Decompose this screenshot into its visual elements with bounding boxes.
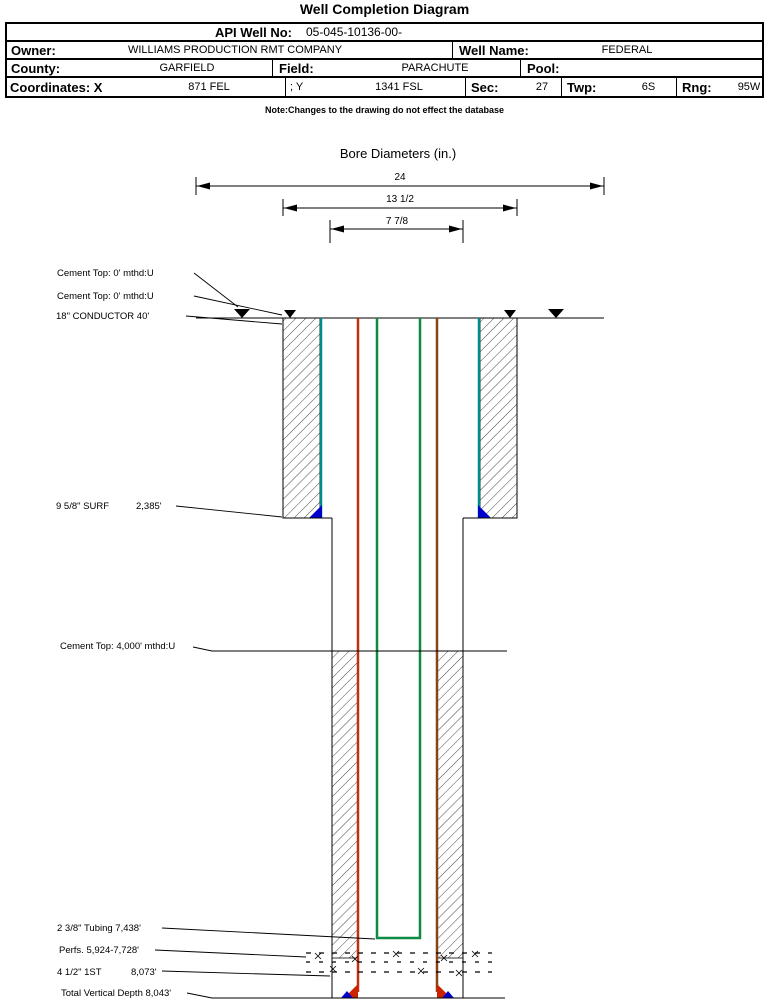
api-value: 05-045-10136-00- xyxy=(306,25,403,39)
rng-label: Rng: xyxy=(676,78,736,96)
dim-7-78-label: 7 7/8 xyxy=(386,216,409,227)
cement-top-marker-left-icon xyxy=(284,310,296,318)
api-row: API Well No: 05-045-10136-00- xyxy=(7,24,762,42)
field-label: Field: xyxy=(272,60,350,76)
owner-value: WILLIAMS PRODUCTION RMT COMPANY xyxy=(127,44,343,56)
production-shoe-right-tip-icon xyxy=(442,991,454,998)
dimension-13-half xyxy=(282,199,518,216)
twp-label: Twp: xyxy=(561,78,621,96)
county-label: County: xyxy=(11,60,61,76)
coordinates-row: Coordinates: X 871 FEL ; Y 1341 FSL Sec:… xyxy=(7,78,762,96)
surface-marker-left-icon xyxy=(234,309,250,318)
dimension-24 xyxy=(195,177,605,195)
production-shoe-left-tip-icon xyxy=(341,991,353,998)
twp-value: 6S xyxy=(641,81,656,93)
bore-diameters-title: Bore Diameters (in.) xyxy=(340,146,456,161)
pool-label: Pool: xyxy=(520,60,590,76)
surface-marker-right-icon xyxy=(548,309,564,318)
well-name-label: Well Name: xyxy=(452,42,552,58)
perfs-label: Perfs. 5,924-7,728' xyxy=(59,945,139,956)
production-casing-label: 4 1/2" 1ST xyxy=(57,967,102,978)
dim-24-label: 24 xyxy=(394,172,406,183)
surface-cement-left xyxy=(282,317,321,519)
api-label: API Well No: xyxy=(214,24,292,40)
well-header-table: API Well No: 05-045-10136-00- Owner: WIL… xyxy=(5,22,764,98)
database-note: Note:Changes to the drawing do not effec… xyxy=(264,105,505,115)
surface-shoe-right-icon xyxy=(478,505,491,518)
cement-top-conductor-label: Cement Top: 0' mthd:U xyxy=(57,268,154,279)
conductor-label: 18" CONDUCTOR 40' xyxy=(56,311,149,322)
leader-lines xyxy=(154,272,507,999)
coordinate-y-label: ; Y xyxy=(285,78,333,96)
coordinate-y-value: 1341 FSL xyxy=(375,81,423,93)
dim-13-half-label: 13 1/2 xyxy=(386,194,414,205)
production-cement-right xyxy=(436,650,464,959)
tvd-label: Total Vertical Depth 8,043' xyxy=(61,988,171,999)
surface-casing-depth: 2,385' xyxy=(136,501,162,512)
sec-value: 27 xyxy=(535,81,549,93)
dimension-7-78 xyxy=(329,220,464,243)
surface-shoe-left-icon xyxy=(309,505,322,518)
production-cement-left xyxy=(331,650,359,959)
owner-row: Owner: WILLIAMS PRODUCTION RMT COMPANY W… xyxy=(7,42,762,60)
surface-casing-label: 9 5/8" SURF xyxy=(56,501,109,512)
surface-cement-right xyxy=(479,317,518,519)
county-row: County: GARFIELD Field: PARACHUTE Pool: xyxy=(7,60,762,78)
rng-value: 95W xyxy=(737,81,761,93)
cement-top-production-label: Cement Top: 4,000' mthd:U xyxy=(60,641,175,652)
well-name-value: FEDERAL xyxy=(601,44,653,56)
cement-top-surface-label: Cement Top: 0' mthd:U xyxy=(57,291,154,302)
cement-top-marker-right-icon xyxy=(504,310,516,318)
owner-label: Owner: xyxy=(11,42,56,58)
production-casing-depth: 8,073' xyxy=(131,967,157,978)
perforation-marks xyxy=(306,950,492,977)
sec-label: Sec: xyxy=(465,78,523,96)
tubing-string xyxy=(375,318,422,940)
field-value: PARACHUTE xyxy=(401,62,469,74)
page-title: Well Completion Diagram xyxy=(299,1,470,17)
coordinates-label: Coordinates: X xyxy=(10,79,103,95)
county-value: GARFIELD xyxy=(159,62,215,74)
coordinate-x-value: 871 FEL xyxy=(188,81,230,93)
tubing-label: 2 3/8" Tubing 7,438' xyxy=(57,923,141,934)
